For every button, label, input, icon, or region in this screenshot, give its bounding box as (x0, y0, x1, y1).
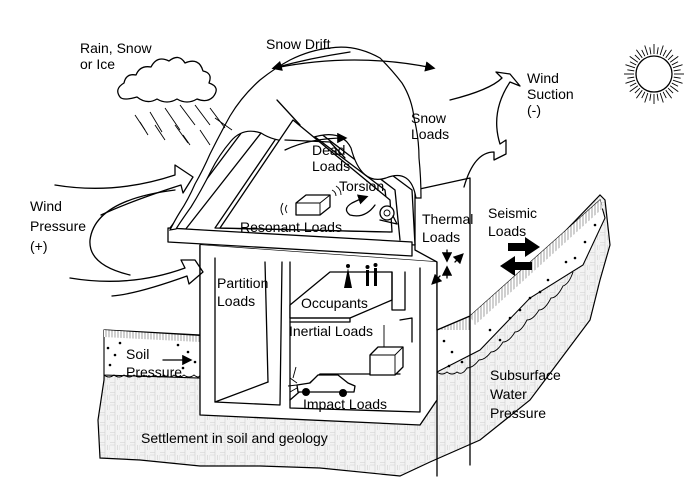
sun-ray (641, 91, 646, 99)
sun-ray (649, 47, 652, 55)
wind-pressure-arrow-mid (89, 189, 176, 276)
sun-ray (672, 79, 683, 84)
sun-ray (671, 82, 679, 87)
torsion-arrow (345, 194, 376, 217)
sun-ray (662, 91, 667, 99)
sun-ray (669, 56, 679, 63)
sun-ray (671, 61, 679, 66)
box-icon (280, 185, 342, 216)
sun-ray (644, 45, 649, 56)
sun-ray (673, 69, 681, 72)
cloud-rain-icon (117, 56, 233, 146)
label-snow-drift: Snow Drift (266, 36, 331, 52)
snow-drift-arrow (274, 59, 436, 72)
fan-icon (379, 205, 398, 225)
sun-ray (634, 87, 641, 94)
sun-ray (659, 45, 664, 56)
sun-ray (629, 85, 639, 92)
wind-pressure-arrow-top (54, 164, 194, 216)
wind-suction-arrow (449, 71, 521, 188)
sun-ray (656, 93, 659, 101)
car-icon (287, 366, 356, 397)
house (167, 46, 471, 426)
sun-ray (634, 54, 641, 61)
sun-ray (625, 79, 636, 84)
sun-ray (629, 56, 639, 63)
soil-dots (106, 223, 597, 370)
label-torsion: Torsion (339, 178, 385, 194)
sun-ray (665, 89, 672, 99)
sun-ray (656, 47, 659, 55)
sun-ray (659, 92, 664, 103)
sun-ray (629, 82, 637, 87)
snow-drift-arrow-back (271, 51, 351, 71)
dead-loads-arrow (284, 132, 348, 151)
sun-ray (636, 49, 643, 59)
sun-ray (627, 76, 635, 79)
sun-ray (644, 92, 649, 103)
sun-ray (662, 49, 667, 57)
sun-ray (673, 76, 681, 79)
label-settlement: Settlement in soil and geology (141, 430, 328, 446)
sun-ray (672, 64, 683, 69)
seismic-arrows (500, 237, 540, 276)
sun-ray (667, 87, 674, 94)
sun-ray (649, 93, 652, 101)
label-impact-loads: Impact Loads (303, 396, 388, 412)
wind-pressure-arrow-bottom (69, 259, 204, 297)
sun-ray (629, 61, 637, 66)
label-occupants: Occupants (301, 295, 368, 311)
label-inertial-loads: Inertial Loads (289, 323, 374, 339)
people-icon (344, 263, 378, 288)
sun-ray (665, 49, 672, 59)
sun-ray (636, 89, 643, 99)
sun-ray (669, 85, 679, 92)
inertial-box-icon (369, 325, 404, 376)
sun-ray (625, 64, 636, 69)
sun-icon (624, 44, 684, 104)
label-resonant-loads: Resonant Loads (240, 219, 342, 235)
sun-ray (641, 49, 646, 57)
thermal-arrows (431, 249, 464, 285)
sun-ray (627, 69, 635, 72)
sun-ray (667, 54, 674, 61)
